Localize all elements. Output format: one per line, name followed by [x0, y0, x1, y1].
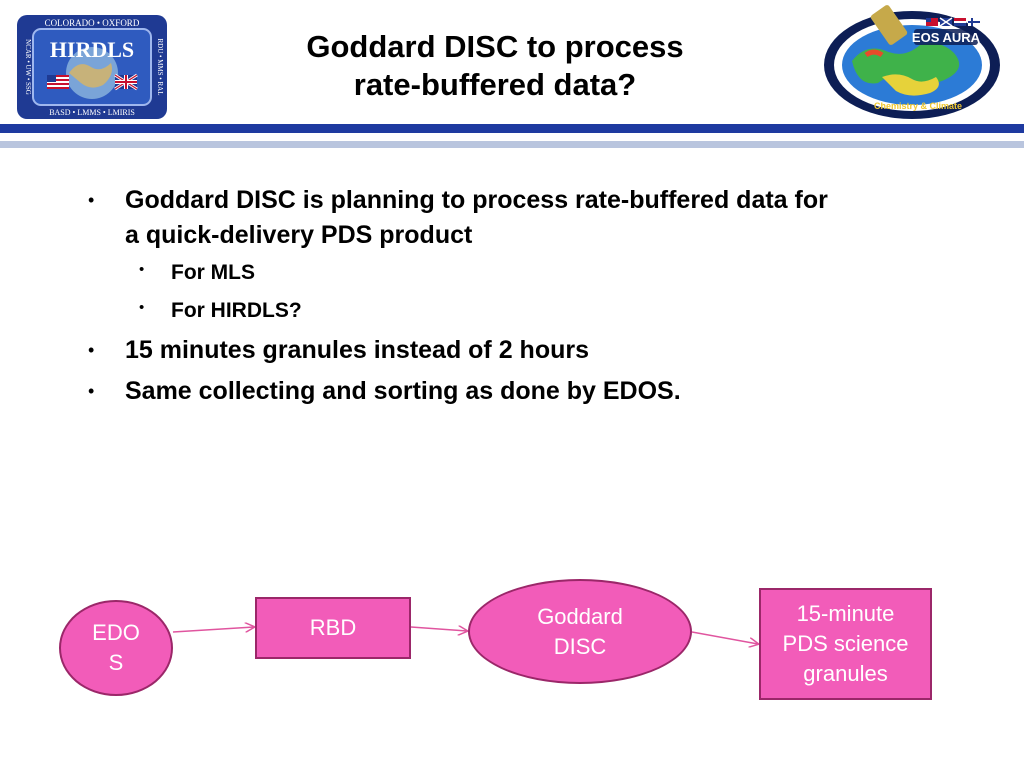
flow-diagram: EDO S RBD Goddard DISC 15-minute PDS sci…	[0, 570, 1024, 720]
aura-logo-name: EOS AURA	[912, 30, 981, 45]
bullet-item: 15 minutes granules instead of 2 hours	[125, 336, 590, 364]
node-edos-line1: EDO	[92, 620, 140, 645]
slide-title-line1: Goddard DISC to process	[306, 29, 684, 64]
node-rbd-label: RBD	[309, 615, 357, 640]
header-rule-dark	[0, 124, 1024, 133]
hirdls-logo: HIRDLS COLORADO • OXFORD BASD • LMMS • L…	[17, 15, 167, 119]
hirdls-logo-top-text: COLORADO • OXFORD	[45, 18, 140, 28]
header-rule-light	[0, 141, 1024, 148]
flag-icons	[926, 17, 980, 27]
bullet-text-line2: a quick-delivery PDS product	[125, 221, 473, 249]
bullet-item: Goddard DISC is planning to process rate…	[125, 183, 945, 253]
uk-flag-icon	[114, 73, 138, 91]
hirdls-logo-name: HIRDLS	[50, 37, 134, 62]
sub-bullet-dot: •	[139, 261, 145, 278]
arrow-edos-to-rbd	[172, 627, 254, 633]
sub-bullet-item: For MLS	[171, 261, 255, 284]
slide-title-line2: rate-buffered data?	[353, 67, 637, 102]
bullet-dot: •	[88, 381, 95, 401]
node-goddard-disc: Goddard DISC	[468, 579, 692, 684]
node-edos: EDO S	[59, 600, 173, 696]
hirdls-logo-left-text: NCAR • UW • SSG	[24, 39, 32, 95]
sub-bullet-item: For HIRDLS?	[171, 299, 302, 322]
node-granules-line2: PDS science	[782, 631, 909, 656]
node-rbd: RBD	[255, 597, 411, 659]
sub-bullet-dot: •	[139, 299, 145, 316]
eos-aura-logo: EOS AURA Chemistry & Climate	[824, 5, 1000, 119]
us-flag-icon	[47, 75, 69, 89]
aura-logo-bottom-text: Chemistry & Climate	[874, 101, 962, 111]
node-edos-line2: S	[108, 650, 124, 675]
node-disc-line2: DISC	[553, 633, 607, 659]
satellite-icon	[870, 5, 908, 45]
slide-title: Goddard DISC to process rate-buffered da…	[230, 28, 760, 104]
flow-arrows	[172, 570, 1024, 720]
bullet-dot: •	[88, 190, 95, 210]
bullet-text-line1: Goddard DISC is planning to process rate…	[125, 186, 828, 214]
arrow-disc-to-granules	[691, 631, 758, 644]
arrow-rbd-to-disc	[410, 627, 467, 631]
hirdls-logo-bottom-text: BASD • LMMS • LMIRIS	[49, 108, 135, 117]
node-granules-line3: granules	[803, 661, 888, 686]
bullet-item: Same collecting and sorting as done by E…	[125, 377, 681, 405]
node-disc-line1: Goddard	[537, 603, 623, 629]
bullet-dot: •	[88, 340, 95, 360]
node-pds-granules: 15-minute PDS science granules	[759, 588, 932, 700]
node-granules-line1: 15-minute	[796, 601, 895, 626]
hirdls-logo-right-text: RDU • MMS • RAL	[156, 38, 164, 95]
